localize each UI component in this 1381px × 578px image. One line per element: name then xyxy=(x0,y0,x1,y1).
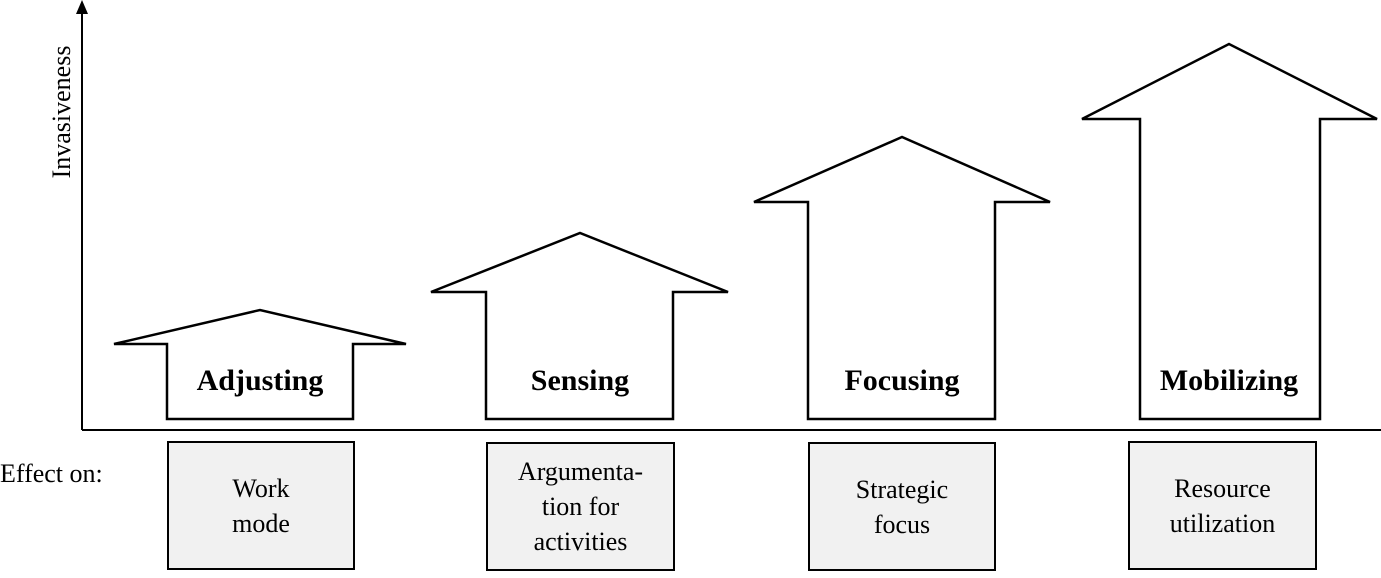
stage-arrow-mobilizing xyxy=(1081,42,1378,421)
effect-text-sensing: Argumenta- tion for activities xyxy=(517,457,644,556)
stage-label-mobilizing: Mobilizing xyxy=(1160,364,1298,397)
effect-box-focusing: Strategic focus xyxy=(808,442,996,571)
effect-box-adjusting: Work mode xyxy=(167,441,355,570)
stage-label-sensing: Sensing xyxy=(531,364,629,397)
y-axis-arrowhead xyxy=(76,0,88,14)
effect-text-focusing: Strategic focus xyxy=(855,474,949,539)
stage-label-focusing: Focusing xyxy=(844,364,959,397)
effect-text-mobilizing: Resource utilization xyxy=(1169,473,1276,538)
stage-label-adjusting: Adjusting xyxy=(197,364,324,397)
stage-arrow-sensing xyxy=(430,231,729,421)
effect-on-label: Effect on: xyxy=(0,459,103,488)
effect-box-sensing: Argumenta- tion for activities xyxy=(486,442,675,571)
effect-box-mobilizing: Resource utilization xyxy=(1128,441,1317,570)
stage-arrow-focusing xyxy=(753,135,1051,421)
stage-arrow-adjusting xyxy=(113,308,407,421)
effect-text-adjusting: Work mode xyxy=(232,473,290,538)
y-axis-label: Invasiveness xyxy=(47,46,76,179)
